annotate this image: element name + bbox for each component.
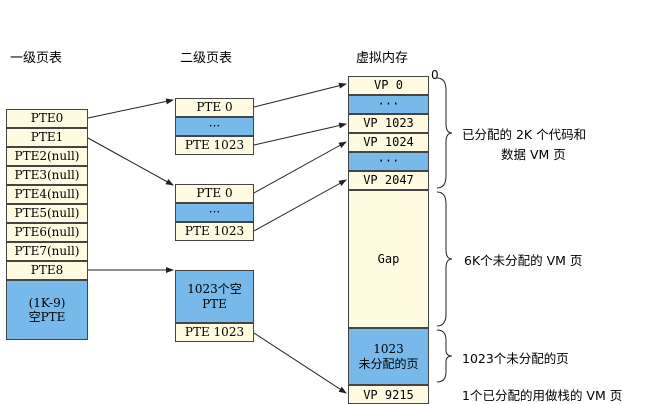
vm-unallocated-count: 1023 (373, 342, 404, 357)
arrow-b-pte1023-to-vp2047 (253, 179, 347, 232)
l1-pte3: PTE3(null) (6, 166, 88, 185)
l1-pte8: PTE8 (6, 261, 88, 280)
arrow-b-pte0-to-vp1024 (253, 141, 347, 194)
brace-unallocated-6k (436, 191, 453, 327)
l1-pte6: PTE6(null) (6, 223, 88, 242)
arrow-pte1-to-table-b (87, 137, 174, 186)
vm-unallocated-label: 未分配的页 (358, 356, 419, 371)
vm-ellipsis-2: ··· (348, 152, 429, 171)
vm-vp0: VP 0 (348, 76, 429, 95)
l1-pte0: PTE0 (6, 109, 88, 128)
l2b-ellipsis: ··· (175, 203, 254, 222)
brace-unallocated-1023 (436, 329, 453, 383)
arrow-c-pte1023-to-vp9215 (253, 332, 347, 394)
l1-pte7: PTE7(null) (6, 242, 88, 261)
l1-pte4: PTE4(null) (6, 185, 88, 204)
l1-empty-count: (1K-9) (28, 295, 66, 310)
l1-pte1: PTE1 (6, 128, 88, 147)
vm-zero-address: 0 (431, 68, 439, 82)
vm-gap: Gap (348, 190, 429, 328)
l2c-empty-label: PTE (202, 296, 227, 311)
level1-header: 一级页表 (10, 51, 63, 66)
vm-vp1023: VP 1023 (348, 114, 429, 133)
vm-unallocated-block: 1023 未分配的页 (348, 328, 429, 385)
annotation-unallocated-1023: 1023个未分配的页 (462, 351, 569, 366)
vm-vp2047: VP 2047 (348, 171, 429, 190)
l2a-pte1023: PTE 1023 (175, 136, 254, 155)
annotation-stack-page: 1个已分配的用做栈的 VM 页 (462, 388, 623, 403)
l1-empty-pte-block: (1K-9) 空PTE (6, 280, 88, 340)
arrow-a-pte1023-to-vp1023 (253, 122, 347, 146)
brace-allocated (436, 77, 453, 189)
l2a-ellipsis: ··· (175, 117, 254, 136)
arrow-a-pte0-to-vp0 (253, 82, 347, 108)
level2-header: 二级页表 (180, 51, 233, 66)
arrow-pte0-to-table-a (87, 98, 174, 119)
l2b-pte1023: PTE 1023 (175, 222, 254, 241)
l2c-pte1023: PTE 1023 (175, 323, 254, 342)
l2c-empty-pte-block: 1023个空 PTE (175, 270, 254, 323)
l1-pte5: PTE5(null) (6, 204, 88, 223)
annotation-allocated-line2: 数据 VM 页 (501, 147, 566, 162)
l1-pte2: PTE2(null) (6, 147, 88, 166)
vm-ellipsis-1: ··· (348, 95, 429, 114)
vm-vp1024: VP 1024 (348, 133, 429, 152)
l2a-pte0: PTE 0 (175, 98, 254, 117)
annotation-allocated-line1: 已分配的 2K 个代码和 (462, 127, 587, 142)
l2b-pte0: PTE 0 (175, 184, 254, 203)
virtual-memory-header: 虚拟内存 (356, 51, 409, 66)
l1-empty-label: 空PTE (28, 310, 66, 324)
annotation-unallocated-6k: 6K个未分配的 VM 页 (464, 253, 583, 268)
l2c-empty-count: 1023个空 (187, 282, 242, 297)
